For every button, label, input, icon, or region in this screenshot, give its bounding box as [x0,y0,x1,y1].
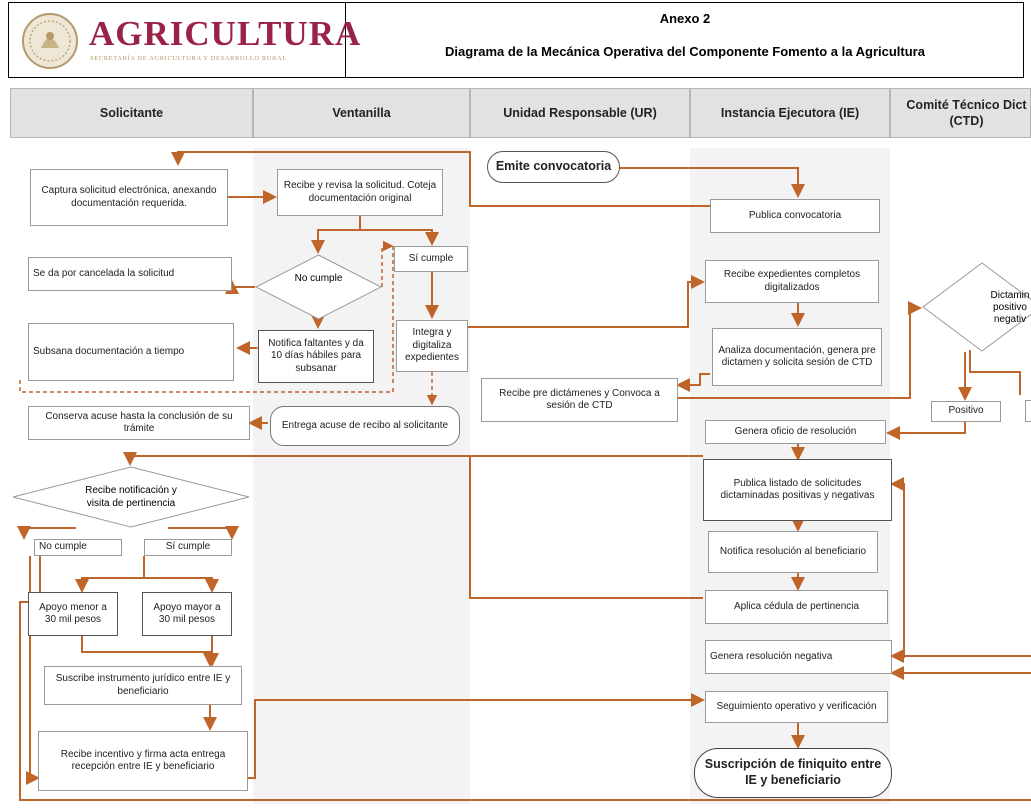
node-integra-digitaliza: Integra y digitaliza expedientes [396,320,468,372]
node-aplica-cedula: Aplica cédula de pertinencia [705,590,888,624]
node-recibe-expedientes: Recibe expedientes completos digitalizad… [705,260,879,303]
node-emite-convocatoria: Emite convocatoria [487,151,620,183]
logo-subtitle: SECRETARÍA DE AGRICULTURA Y DESARROLLO R… [90,55,287,62]
national-seal-icon [22,13,78,69]
node-seguimiento: Seguimiento operativo y verificación [705,691,888,723]
node-negativo-partial [1025,400,1031,422]
decision-no-cumple [255,254,382,320]
node-recibe-revisa: Recibe y revisa la solicitud. Coteja doc… [277,169,443,216]
lane-header-ctd: Comité Técnico Dict (CTD) [890,88,1031,138]
document-header: AGRICULTURA SECRETARÍA DE AGRICULTURA Y … [8,2,1024,78]
decision-recibe-notificacion [12,466,250,528]
node-entrega-acuse: Entrega acuse de recibo al solicitante [270,406,460,446]
node-publica-listado: Publica listado de solicitudes dictamina… [703,459,892,521]
node-finiquito: Suscripción de finiquito entre IE y bene… [694,748,892,798]
node-captura-solicitud: Captura solicitud electrónica, anexando … [30,169,228,226]
decision-no-cumple-label: No cumple [294,273,343,284]
node-analiza: Analiza documentación, genera pre dictam… [712,328,882,386]
diagram-title: Diagrama de la Mecánica Operativa del Co… [445,44,925,59]
logo-block: AGRICULTURA SECRETARÍA DE AGRICULTURA Y … [9,3,360,77]
node-genera-negativa: Genera resolución negativa [705,640,892,674]
decision-recibe-notificacion-label: Recibe notificación y visita de pertinen… [85,485,177,509]
node-si-cumple-1: Sí cumple [394,246,468,272]
node-cancelada: Se da por cancelada la solicitud [28,257,232,291]
lane-header-ctd-label: Comité Técnico Dict (CTD) [906,97,1027,128]
node-notifica-faltantes: Notifica faltantes y da 10 días hábiles … [258,330,374,383]
node-genera-oficio: Genera oficio de resolución [705,420,886,444]
node-recibe-incentivo: Recibe incentivo y firma acta entrega re… [38,731,248,791]
node-apoyo-menor: Apoyo menor a 30 mil pesos [28,592,118,636]
node-subsana: Subsana documentación a tiempo [28,323,234,381]
lane-header-ventanilla: Ventanilla [253,88,470,138]
logo-wordmark: AGRICULTURA [89,14,362,53]
node-si-cumple-2: Sí cumple [144,539,232,556]
node-notifica-resolucion: Notifica resolución al beneficiario [708,531,878,573]
node-conserva-acuse: Conserva acuse hasta la conclusión de su… [28,406,250,440]
decision-dictamina [922,262,1031,352]
node-suscribe: Suscribe instrumento jurídico entre IE y… [44,666,242,705]
decision-dictamina-label: Dictamin positivo negativ [990,290,1030,325]
lane-header-ie: Instancia Ejecutora (IE) [690,88,890,138]
annex-label: Anexo 2 [659,11,711,26]
node-no-cumple-2: No cumple [34,539,122,556]
lane-header-ur: Unidad Responsable (UR) [470,88,690,138]
node-positivo: Positivo [931,401,1001,422]
lane-header-solicitante: Solicitante [10,88,253,138]
node-apoyo-mayor: Apoyo mayor a 30 mil pesos [142,592,232,636]
node-publica-convocatoria: Publica convocatoria [710,199,880,233]
node-recibe-predictamenes: Recibe pre dictámenes y Convoca a sesión… [481,378,678,422]
